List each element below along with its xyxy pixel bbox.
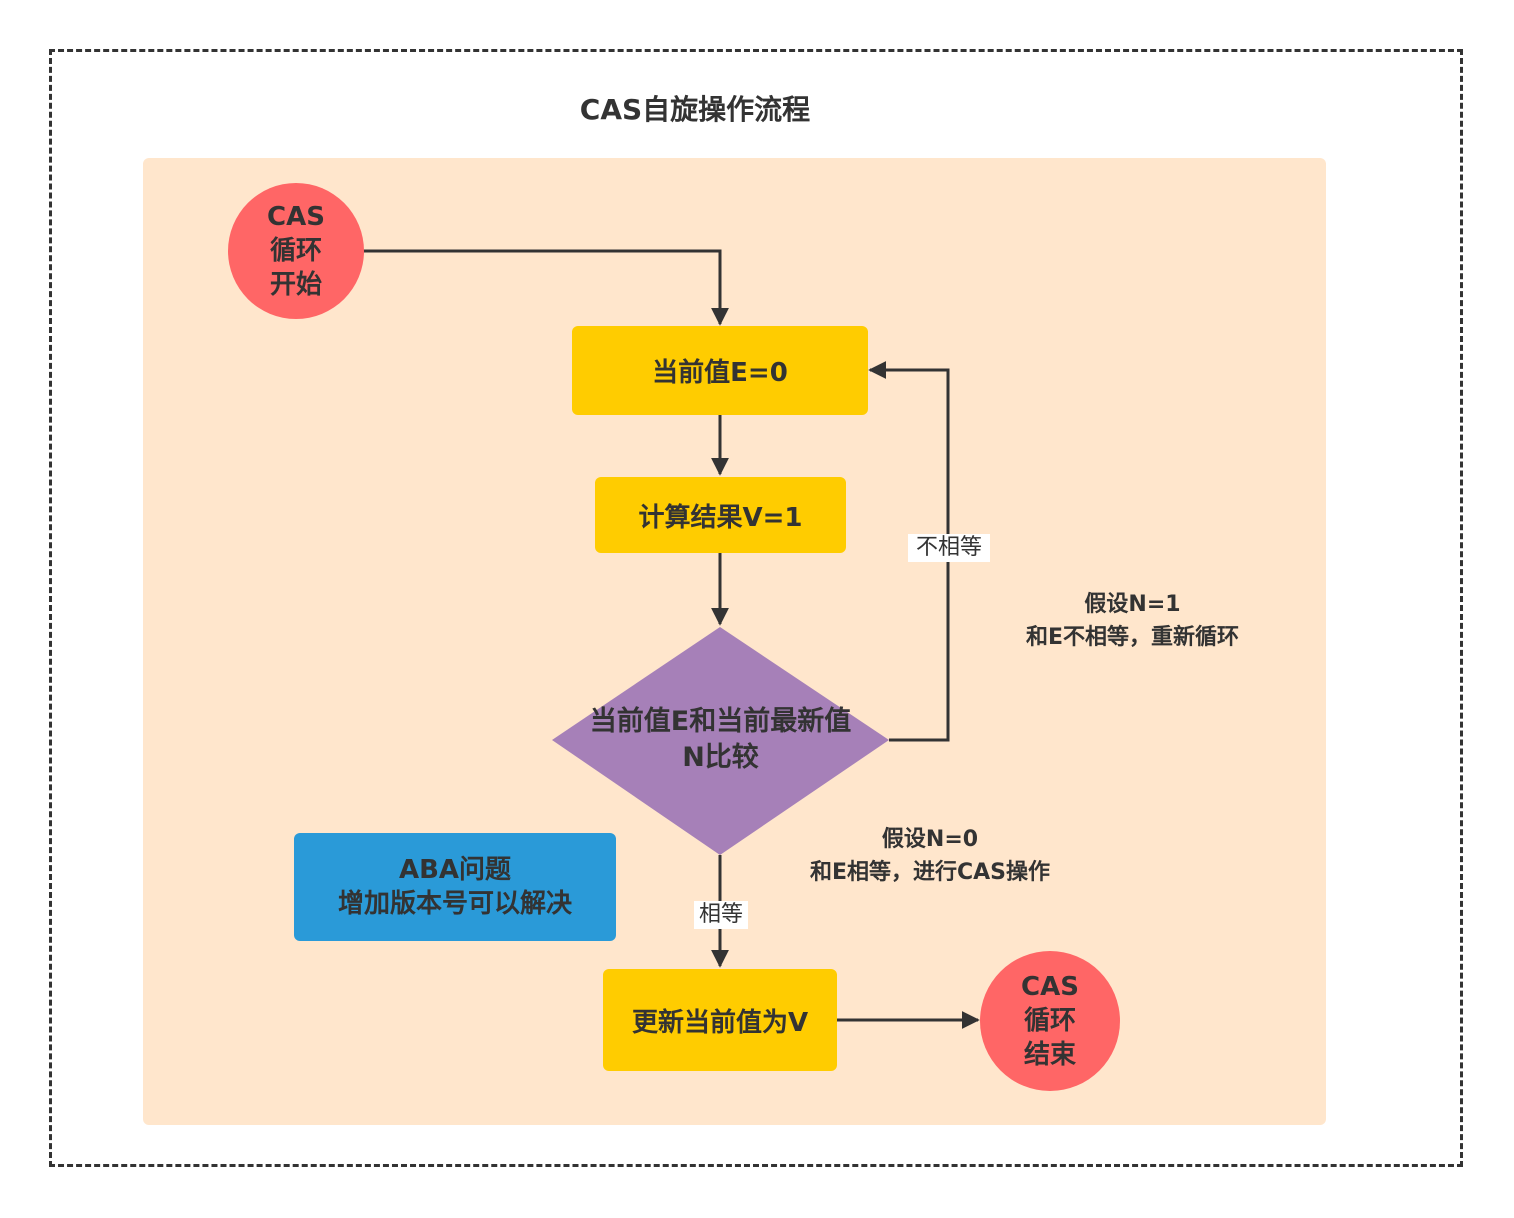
equal-annotation: 假设N=0 和E相等，进行CAS操作: [809, 827, 1051, 885]
not-equal-annotation: 假设N=1 和E不相等，重新循环: [1025, 592, 1240, 650]
compare-diamond-shape: [552, 627, 889, 855]
equal-edge-label: 相等: [694, 901, 748, 929]
start-node: CAS 循环 开始: [228, 183, 364, 319]
outer-dashed-frame: [49, 49, 1463, 1167]
not-equal-edge-label: 不相等: [908, 534, 990, 562]
update-value-node: 更新当前值为V: [603, 969, 837, 1071]
compute-result-node: 计算结果V=1: [595, 477, 846, 553]
edge-start-to-current: [363, 249, 729, 326]
aba-note: ABA问题 增加版本号可以解决: [294, 833, 616, 941]
diagram-title: CAS自旋操作流程: [579, 93, 811, 126]
compare-node-label: 当前值E和当前最新值 N比较: [589, 706, 852, 773]
end-node: CAS 循环 结束: [980, 951, 1120, 1091]
current-value-node: 当前值E=0: [572, 326, 868, 415]
